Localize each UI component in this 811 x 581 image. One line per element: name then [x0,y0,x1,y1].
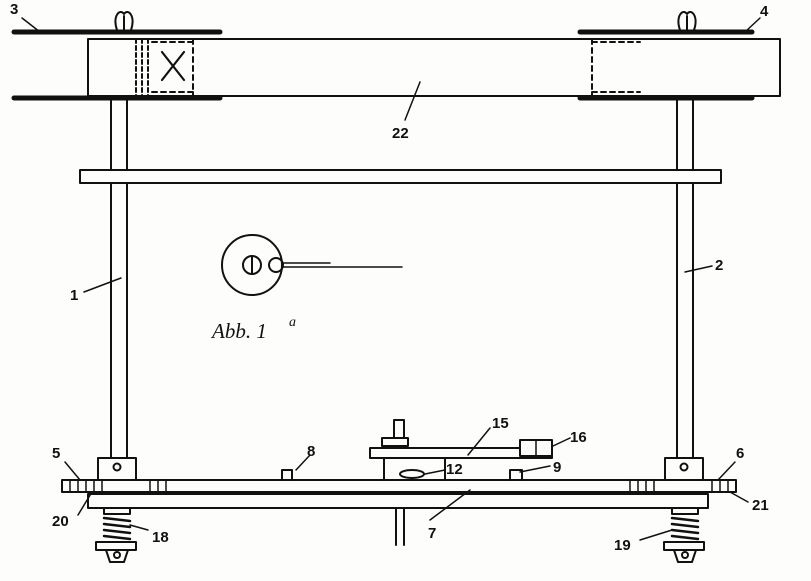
label-2: 2 [715,257,723,274]
top-roller-assembly [11,11,781,121]
crossbar [79,169,722,184]
left-drum [135,38,194,97]
label-16: 16 [570,429,587,446]
detail-disc [221,234,403,296]
label-4: 4 [760,3,769,20]
base-plate [87,493,709,509]
spring-19 [663,507,705,563]
belt-22 [87,38,781,97]
label-1: 1 [70,287,78,304]
pin-8 [281,469,293,481]
rod-1 [83,99,128,461]
label-22: 22 [392,125,409,142]
gear-plate-7 [61,479,737,493]
label-18: 18 [152,529,169,546]
label-15: 15 [492,415,509,432]
right-drum [591,38,641,97]
right-thumb-screw [677,11,697,31]
label-8: 8 [307,443,315,460]
left-thumb-screw [114,11,134,31]
label-3: 3 [10,1,18,18]
bearing-block-right [664,457,704,481]
rod-2 [676,99,713,461]
label-9: 9 [553,459,561,476]
label-21: 21 [752,497,769,514]
label-20: 20 [52,513,69,530]
label-6: 6 [736,445,744,462]
spring-18 [95,507,137,563]
bearing-block-left [97,457,137,481]
part-labels: 3 4 22 1 2 5 6 8 9 12 15 16 18 19 20 21 … [10,1,769,554]
caption-superscript: a [289,315,296,330]
label-19: 19 [614,537,631,554]
bottom-assembly [61,419,749,563]
label-7: 7 [428,525,436,542]
figure-caption: Abb. 1 a [210,315,296,343]
label-5: 5 [52,445,60,462]
pin-9 [509,469,523,481]
caption-text: Abb. 1 [210,319,267,343]
label-12: 12 [446,461,463,478]
part-12 [399,469,425,479]
